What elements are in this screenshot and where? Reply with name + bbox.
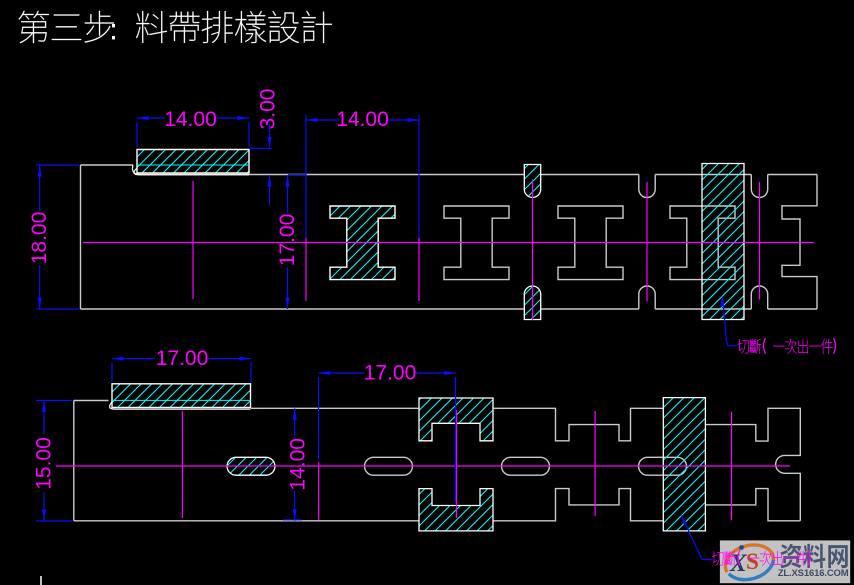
svg-text:15.00: 15.00 [33, 437, 56, 490]
svg-text:17.00: 17.00 [276, 214, 299, 267]
svg-text:14.00: 14.00 [336, 108, 389, 131]
svg-text:14.00: 14.00 [287, 438, 310, 491]
svg-text:S: S [746, 549, 759, 574]
svg-text:17.00: 17.00 [364, 362, 417, 385]
svg-text:3.00: 3.00 [257, 89, 280, 130]
svg-text:18.00: 18.00 [28, 212, 51, 265]
svg-text:17.00: 17.00 [156, 347, 209, 370]
svg-text:ZL.XS1616.COM: ZL.XS1616.COM [778, 568, 849, 579]
svg-text:14.00: 14.00 [164, 108, 217, 131]
